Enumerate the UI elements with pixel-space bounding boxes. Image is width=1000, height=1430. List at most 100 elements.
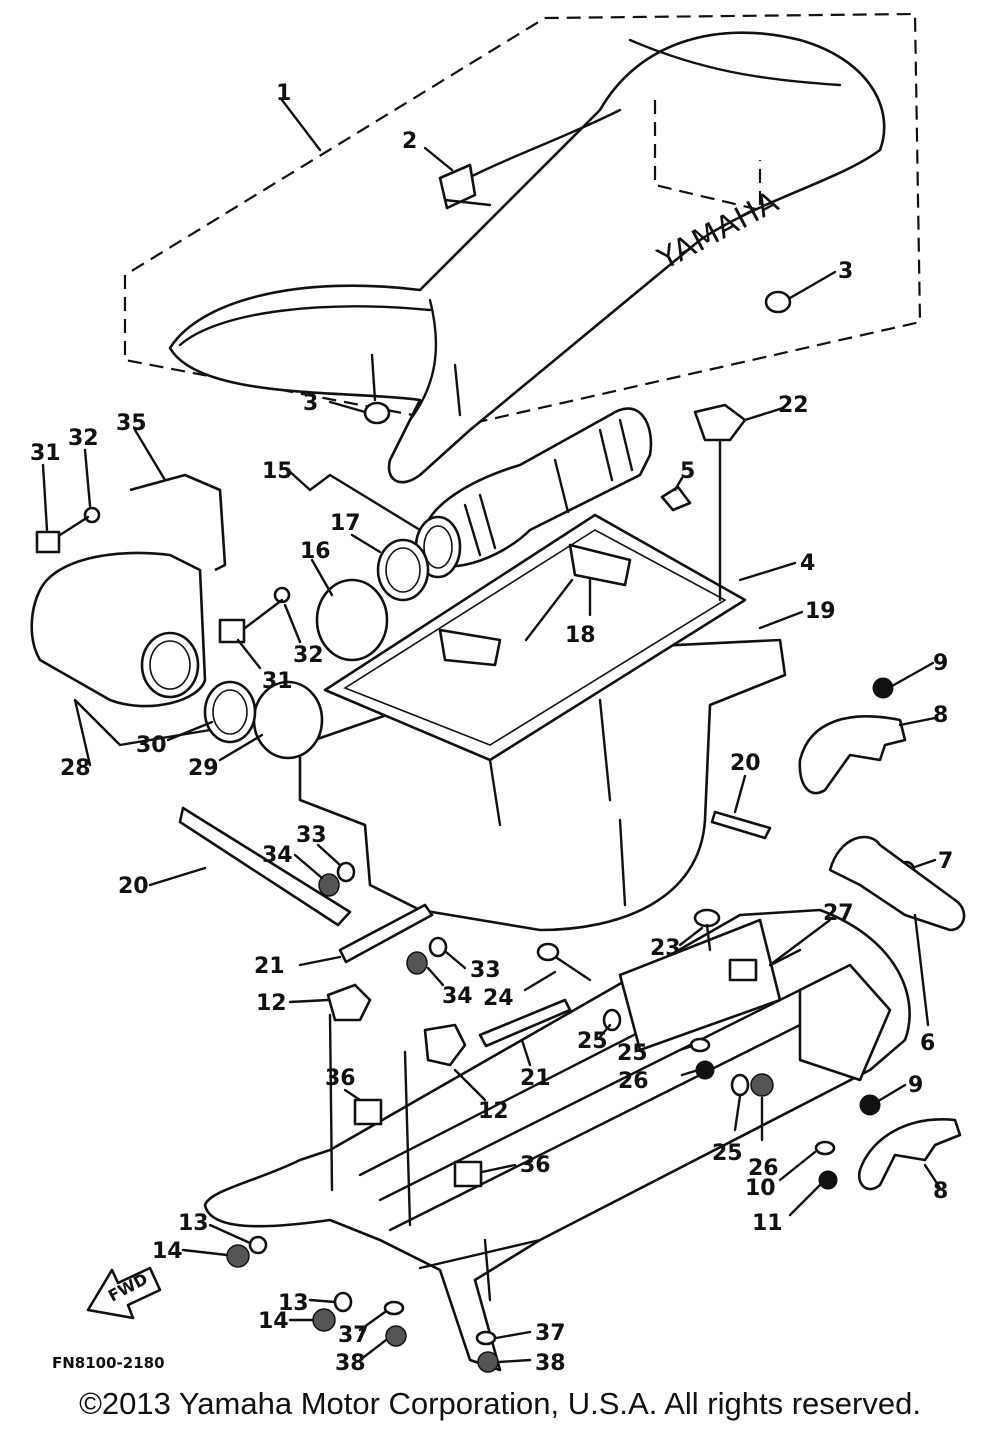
washer-33-a <box>336 861 356 883</box>
seat-group-dashed-outline <box>123 12 922 427</box>
leader-11 <box>788 1183 822 1217</box>
air-box-wall-b <box>598 698 612 802</box>
callout-12-right: 12 <box>478 1099 509 1124</box>
seat-strap-clip <box>438 163 477 210</box>
hook-6 <box>828 835 966 932</box>
leader-12a <box>288 998 330 1004</box>
bracket-clip-31-b <box>218 618 246 644</box>
leader-36a <box>343 1088 362 1102</box>
callout-15: 15 <box>262 459 293 484</box>
washer-13-a <box>248 1235 268 1255</box>
nut-34-a <box>318 873 340 897</box>
callout-22: 22 <box>778 393 809 418</box>
grab-handle-8-lower <box>857 1118 962 1191</box>
bolt-32-b-axis <box>243 598 284 630</box>
leader-38a <box>358 1338 388 1362</box>
callout-12-left: 12 <box>256 991 287 1016</box>
air-box-gasket-inner <box>343 529 727 746</box>
leader-32b <box>283 603 302 644</box>
callout-36-a: 36 <box>325 1066 356 1091</box>
callout-9-upper: 9 <box>933 651 948 676</box>
rear-cover <box>798 963 892 1082</box>
washer-25-a <box>602 1008 622 1032</box>
seat-side-rim <box>408 298 438 422</box>
leader-34a <box>293 853 324 880</box>
seat-underside-edge <box>178 305 432 347</box>
filter-element-16 <box>315 578 389 662</box>
bolt-24-head <box>536 942 560 962</box>
drawing-reference: FN8100-2180 <box>52 1354 165 1372</box>
callout-numbers: 1 2 3 3 4 5 6 7 8 8 9 9 10 11 12 12 13 1… <box>30 81 953 1376</box>
tray-edge-c <box>388 1003 842 1232</box>
leader-20b <box>733 774 747 814</box>
callout-4: 4 <box>800 551 815 576</box>
leader-17 <box>350 533 382 554</box>
hull-tray <box>203 908 911 1372</box>
callout-18: 18 <box>565 623 596 648</box>
washer-25-b <box>689 1037 711 1053</box>
grab-handle-8-upper <box>798 715 907 795</box>
leader-19 <box>758 610 804 630</box>
callout-6: 6 <box>920 1031 935 1056</box>
leader-15 <box>286 468 422 532</box>
leader-36b <box>480 1163 517 1174</box>
leader-13a <box>208 1223 252 1245</box>
leader-30 <box>166 720 214 742</box>
callout-5: 5 <box>680 459 695 484</box>
nut-14-b <box>312 1308 336 1332</box>
mount-plate-27 <box>618 918 782 1052</box>
callout-14-b: 14 <box>258 1309 289 1334</box>
callout-35: 35 <box>116 411 147 436</box>
callout-7: 7 <box>938 849 953 874</box>
washer-33-b <box>428 936 448 958</box>
leader-34b <box>426 966 445 987</box>
nut-26-a <box>695 1060 715 1080</box>
cushion-strips <box>178 806 772 1048</box>
washer-13-b <box>333 1291 353 1313</box>
nut-34-b <box>406 951 428 975</box>
bolt-9-lower <box>859 1094 881 1116</box>
callout-16: 16 <box>300 539 331 564</box>
callout-10: 10 <box>745 1176 776 1201</box>
tray-rear-lip <box>418 1238 542 1270</box>
leader-33a <box>316 843 342 867</box>
strip-21-rear <box>478 998 572 1048</box>
callout-34-a: 34 <box>262 843 293 868</box>
mount-block <box>728 958 758 982</box>
leader-37a <box>358 1310 387 1332</box>
leader-31b <box>236 638 262 670</box>
clip-36-b <box>453 1160 483 1188</box>
seat-top-crease <box>628 38 842 87</box>
callout-26-b: 26 <box>748 1156 779 1181</box>
callout-26-a: 26 <box>618 1069 649 1094</box>
clips <box>326 983 483 1188</box>
leader-22 <box>743 406 785 422</box>
leader-37b <box>494 1330 532 1340</box>
leader-21b <box>520 1038 532 1067</box>
gasket-clip-left <box>438 628 502 667</box>
leader-20a <box>148 866 207 887</box>
callout-38-a: 38 <box>335 1351 366 1376</box>
leader-3a <box>788 270 837 300</box>
callout-20-left: 20 <box>118 874 149 899</box>
leader-26a <box>680 1069 697 1077</box>
seat-cushion <box>168 31 886 484</box>
callout-33-b: 33 <box>470 958 501 983</box>
strip-20-left <box>178 806 352 927</box>
seat-damper-guide <box>370 353 377 402</box>
callout-25-a: 25 <box>577 1029 608 1054</box>
seat-damper-front <box>363 401 391 425</box>
callout-27: 27 <box>823 901 854 926</box>
duct-rib-3 <box>553 458 570 514</box>
leader-27 <box>768 918 832 967</box>
bolt-9-upper <box>872 677 894 699</box>
leader-31a <box>41 463 49 532</box>
intake-duct-mouth-inner <box>423 525 453 569</box>
leader-38b <box>497 1358 532 1364</box>
bolt-23-head <box>693 908 721 928</box>
air-box-gasket-4 <box>323 513 747 762</box>
callout-32-top: 32 <box>68 426 99 451</box>
leader-28 <box>73 698 212 767</box>
copyright-notice: ©2013 Yamaha Motor Corporation, U.S.A. A… <box>79 1386 921 1421</box>
callout-25-b: 25 <box>617 1041 648 1066</box>
